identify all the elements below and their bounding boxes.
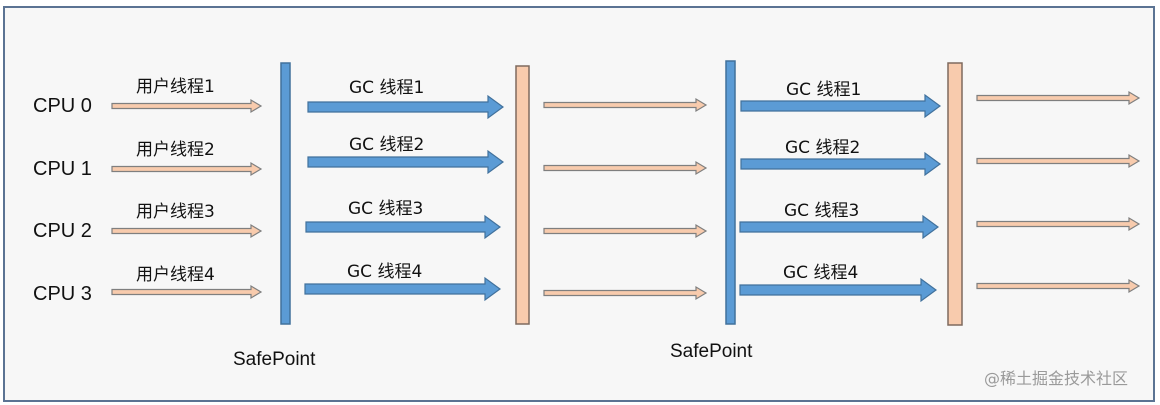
resume-bar [947, 62, 963, 326]
user-thread-arrow [976, 216, 1141, 232]
user-thread-label: 用户线程1 [136, 77, 215, 97]
user-thread-label: 用户线程3 [136, 202, 215, 222]
safepoint-bar [280, 62, 291, 325]
safepoint-label: SafePoint [670, 341, 753, 362]
resume-bar [515, 65, 530, 325]
cpu-label: CPU 0 [33, 95, 92, 117]
user-thread-arrow [976, 278, 1141, 294]
cpu-label: CPU 2 [33, 220, 92, 242]
gc-thread-arrow [739, 277, 938, 303]
safepoint-label: SafePoint [233, 349, 316, 370]
user-thread-arrow [111, 98, 263, 114]
user-thread-arrow [543, 223, 708, 239]
gc-thread-label: GC 线程1 [786, 80, 862, 100]
user-thread-arrow [543, 285, 708, 301]
user-thread-arrow [543, 97, 708, 113]
gc-thread-arrow [307, 149, 505, 175]
gc-thread-arrow [307, 94, 505, 120]
watermark: @稀土掘金技术社区 [984, 369, 1129, 388]
user-thread-label: 用户线程2 [136, 140, 215, 160]
cpu-label: CPU 3 [33, 283, 92, 305]
gc-thread-label: GC 线程1 [349, 78, 425, 98]
user-thread-arrow [111, 284, 263, 300]
safepoint-bar [725, 60, 736, 325]
gc-thread-arrow [739, 214, 940, 240]
gc-thread-label: GC 线程4 [783, 263, 859, 283]
user-thread-arrow [543, 160, 708, 176]
user-thread-arrow [111, 223, 263, 239]
user-thread-arrow [111, 161, 263, 177]
gc-thread-label: GC 线程3 [784, 201, 860, 221]
gc-thread-arrow [304, 276, 502, 302]
gc-thread-arrow [740, 93, 942, 119]
user-thread-arrow [976, 153, 1141, 169]
diagram-frame [3, 6, 1155, 402]
cpu-label: CPU 1 [33, 158, 92, 180]
gc-thread-label: GC 线程4 [347, 262, 423, 282]
gc-thread-label: GC 线程2 [785, 138, 861, 158]
gc-thread-label: GC 线程2 [349, 135, 425, 155]
user-thread-arrow [976, 90, 1141, 106]
gc-thread-arrow [305, 214, 502, 240]
gc-thread-arrow [740, 151, 942, 177]
user-thread-label: 用户线程4 [136, 265, 215, 285]
gc-thread-label: GC 线程3 [348, 199, 424, 219]
